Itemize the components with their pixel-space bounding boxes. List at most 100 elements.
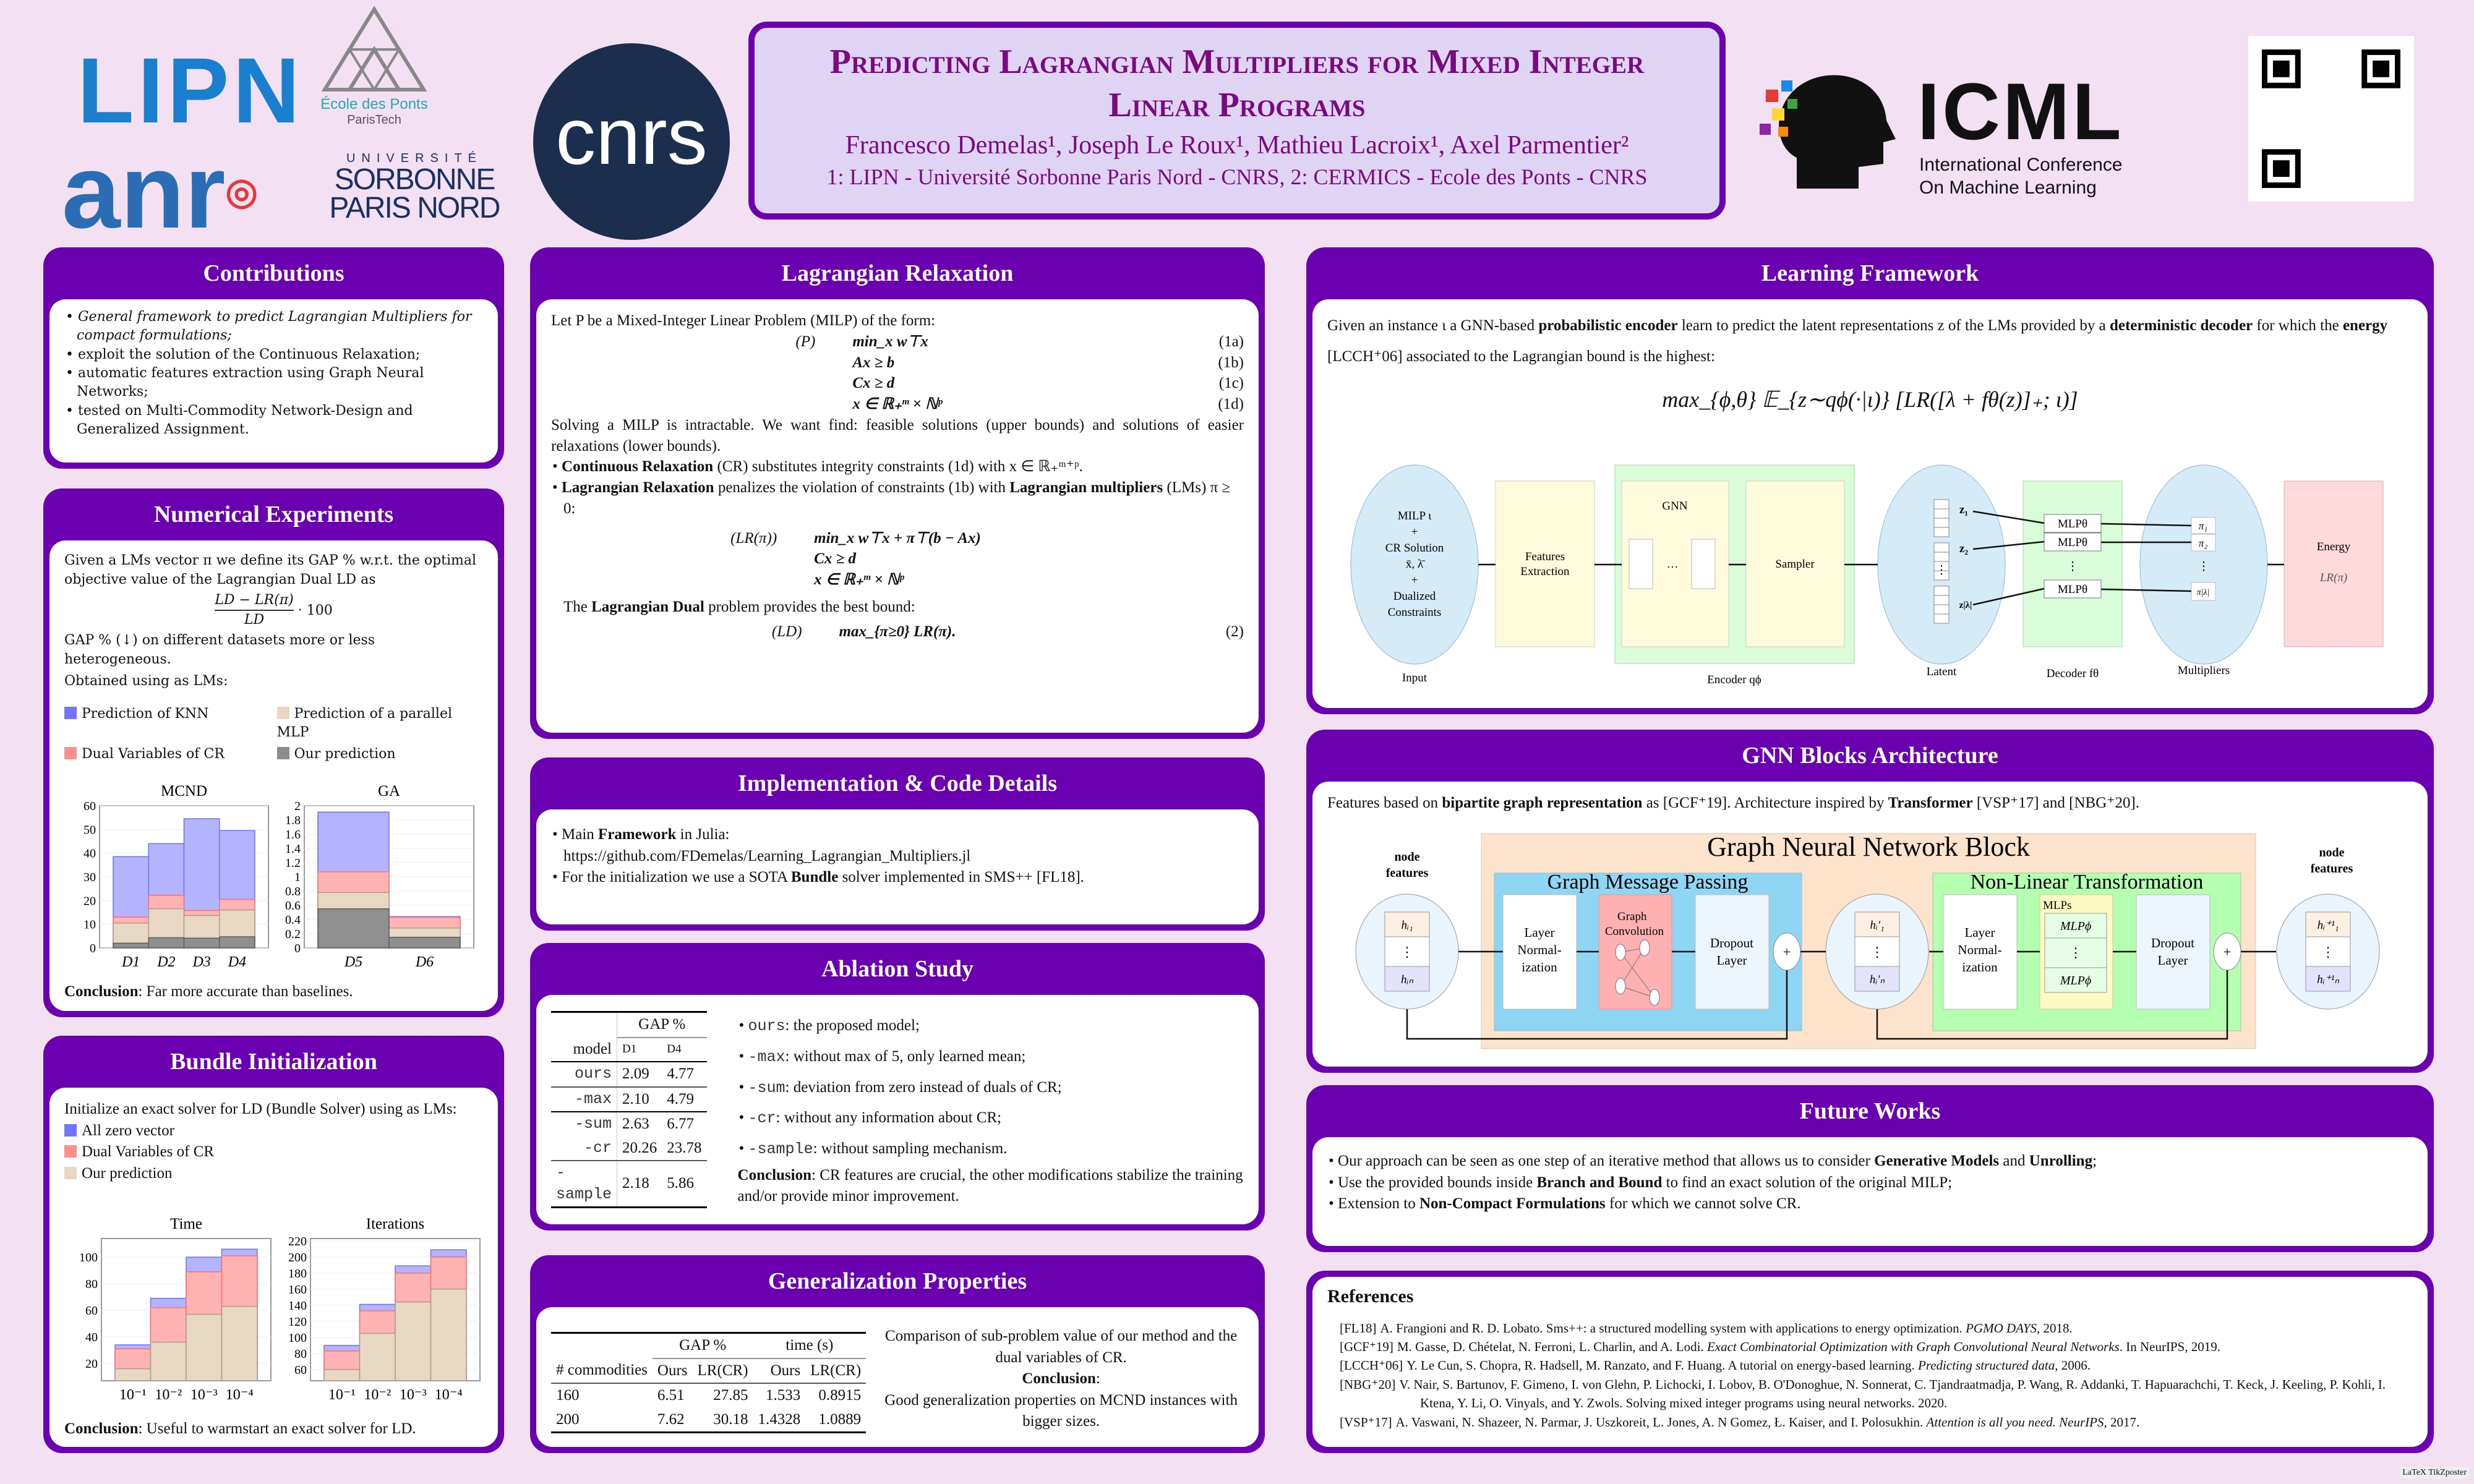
model-header: model bbox=[573, 1040, 612, 1057]
conclusion-text: : Far more accurate than baselines. bbox=[138, 983, 353, 1000]
value-cell: 2.10 bbox=[617, 1086, 662, 1112]
paristech-text: ParisTech bbox=[347, 113, 401, 127]
bullet-text: : the proposed model; bbox=[785, 1017, 920, 1034]
objective-equation: max_{ϕ,θ} 𝔼_{z∼qϕ(·|ι)} [LR([λ + fθ(z)]₊… bbox=[1662, 387, 2078, 412]
legend-item-ours: Our prediction bbox=[276, 745, 484, 764]
legend-label: Prediction of a parallel MLP bbox=[276, 706, 453, 741]
github-link[interactable]: https://github.com/FDemelas/Learning_Lag… bbox=[563, 847, 971, 864]
bold: Branch and Bound bbox=[1536, 1174, 1663, 1191]
equation-expression: x ∈ ℝ₊ᵐ × ℕᵖ bbox=[814, 571, 904, 588]
gnn-blocks-block: GNN Blocks Architecture Features based o… bbox=[1306, 730, 2434, 1073]
item-bold: Framework bbox=[598, 826, 677, 843]
col-header: LR(CR) bbox=[810, 1362, 862, 1379]
numerical-experiments-block: Numerical Experiments Given a LMs vector… bbox=[43, 488, 504, 1017]
equation-expression: min_x w⊤x bbox=[852, 333, 928, 350]
ecole-text: École des Ponts bbox=[320, 96, 428, 113]
bold: Generative Models bbox=[1874, 1153, 2000, 1169]
gap-header: GAP % bbox=[652, 1333, 753, 1359]
item-text: For the initialization we use a SOTA bbox=[562, 869, 791, 885]
gap-line: GAP % (↓) on different datasets more or … bbox=[64, 633, 375, 667]
bold: probabilistic encoder bbox=[1538, 317, 1678, 334]
bullet-code: -cr bbox=[748, 1109, 776, 1128]
legend-swatch bbox=[276, 747, 289, 760]
value-cell: 2.09 bbox=[617, 1062, 662, 1087]
value-cell: 4.79 bbox=[667, 1090, 695, 1107]
qr-finder-core bbox=[2272, 160, 2290, 177]
anr-text: anr bbox=[62, 133, 226, 250]
anr-logo: anr◎ bbox=[62, 133, 258, 250]
equation-number: (1c) bbox=[1218, 375, 1244, 392]
legend-swatch bbox=[64, 1124, 77, 1136]
model-cell: ours bbox=[575, 1065, 612, 1083]
gap-header: GAP % bbox=[617, 1012, 707, 1038]
equation-label: (LR(π)) bbox=[730, 529, 777, 547]
implementation-block: Implementation & Code Details Main Frame… bbox=[530, 757, 1265, 931]
lipn-logo: LIPN bbox=[77, 38, 304, 142]
legend-item-cr: Dual Variables of CR bbox=[64, 745, 271, 764]
parisnord-text: PARIS NORD bbox=[329, 192, 500, 224]
cell: 1.4328 bbox=[758, 1410, 801, 1428]
contribution-item: General framework to predict Lagrangian … bbox=[64, 308, 483, 346]
formula-denominator: LD bbox=[244, 612, 265, 628]
bundle-conclusion: Conclusion: Useful to warmstart an exact… bbox=[64, 1418, 416, 1440]
implementation-title: Implementation & Code Details bbox=[737, 770, 1058, 796]
gap-definition: Given a LMs vector π we define its GAP %… bbox=[64, 553, 477, 587]
icml-sub2: On Machine Learning bbox=[1919, 177, 2097, 198]
contribution-text: exploit the solution of the Continuous R… bbox=[77, 346, 421, 362]
legend-swatch bbox=[276, 706, 289, 719]
cell: 0.8915 bbox=[818, 1387, 862, 1404]
bold: Transformer bbox=[1888, 795, 1973, 811]
ablation-bullet: -max: without max of 5, only learned mea… bbox=[738, 1042, 1244, 1073]
generalization-caption: Comparison of sub-problem value of our m… bbox=[878, 1326, 1244, 1436]
icml-text: ICML bbox=[1917, 66, 2124, 156]
cell: 7.62 bbox=[657, 1410, 685, 1428]
poster-title: Predicting Lagrangian Multipliers for Mi… bbox=[829, 43, 1645, 124]
equation-expression: min_x w⊤x + π⊤(b − Ax) bbox=[814, 529, 981, 547]
qr-finder bbox=[2262, 149, 2301, 188]
reference-post: . In NeurIPS, 2019. bbox=[2119, 1339, 2221, 1354]
caption-text: Comparison of sub-problem value of our m… bbox=[884, 1328, 1238, 1366]
cell: 30.18 bbox=[713, 1410, 748, 1428]
col-header: # commodities bbox=[556, 1362, 648, 1378]
col-header: Ours bbox=[770, 1362, 801, 1379]
numerical-title: Numerical Experiments bbox=[153, 501, 394, 527]
contributions-title: Contributions bbox=[203, 260, 345, 286]
bullet-code: -sum bbox=[748, 1078, 785, 1097]
reference-it: PGMO DAYS bbox=[1966, 1320, 2037, 1336]
generalization-block: Generalization Properties GAP %time (s) … bbox=[530, 1255, 1265, 1453]
solving-text: Solving a MILP is intractable. We want f… bbox=[551, 416, 1244, 454]
bold: deterministic decoder bbox=[2109, 317, 2253, 334]
bullet-text: : without sampling mechanism. bbox=[813, 1140, 1008, 1157]
reference-key: [FL18] bbox=[1340, 1320, 1377, 1336]
bundle-title: Bundle Initialization bbox=[170, 1049, 377, 1075]
framework-item: Main Framework in Julia:https://github.c… bbox=[551, 824, 1244, 867]
equation-number: (1a) bbox=[1218, 333, 1244, 350]
bullet-code: -max bbox=[748, 1047, 785, 1066]
future-item: Our approach can be seen as one step of … bbox=[1327, 1151, 2413, 1172]
dual-bold: Lagrangian Dual bbox=[591, 598, 704, 615]
equation-number: (1b) bbox=[1218, 354, 1244, 371]
legend-swatch bbox=[64, 1166, 77, 1179]
cnrs-logo: cnrs bbox=[533, 43, 730, 240]
value-cell: 20.26 bbox=[617, 1136, 662, 1161]
qr-code[interactable] bbox=[2248, 36, 2414, 202]
value-cell: 23.78 bbox=[667, 1139, 702, 1156]
dual-text: The Lagrangian Dual problem provides the… bbox=[551, 597, 1244, 618]
contribution-text: General framework to predict Lagrangian … bbox=[77, 309, 472, 344]
obtained-line: Obtained using as LMs: bbox=[64, 673, 228, 689]
reference-text: M. Gasse, D. Chételat, N. Ferroni, L. Ch… bbox=[1397, 1339, 1707, 1354]
bold: Non-Compact Formulations bbox=[1419, 1195, 1606, 1212]
bold: energy bbox=[2342, 317, 2388, 334]
bundle-legend-cr: Dual Variables of CR bbox=[64, 1141, 483, 1163]
col-header: Ours bbox=[657, 1362, 688, 1379]
ecole-des-ponts-logo: École des Ponts ParisTech bbox=[312, 6, 436, 127]
reference-it: Exact Combinatorial Optimization with Gr… bbox=[1706, 1339, 2120, 1354]
future-item: Extension to Non-Compact Formulations fo… bbox=[1327, 1193, 2413, 1215]
future-title: Future Works bbox=[1799, 1098, 1941, 1124]
reference-post: , 2017. bbox=[2104, 1414, 2140, 1430]
